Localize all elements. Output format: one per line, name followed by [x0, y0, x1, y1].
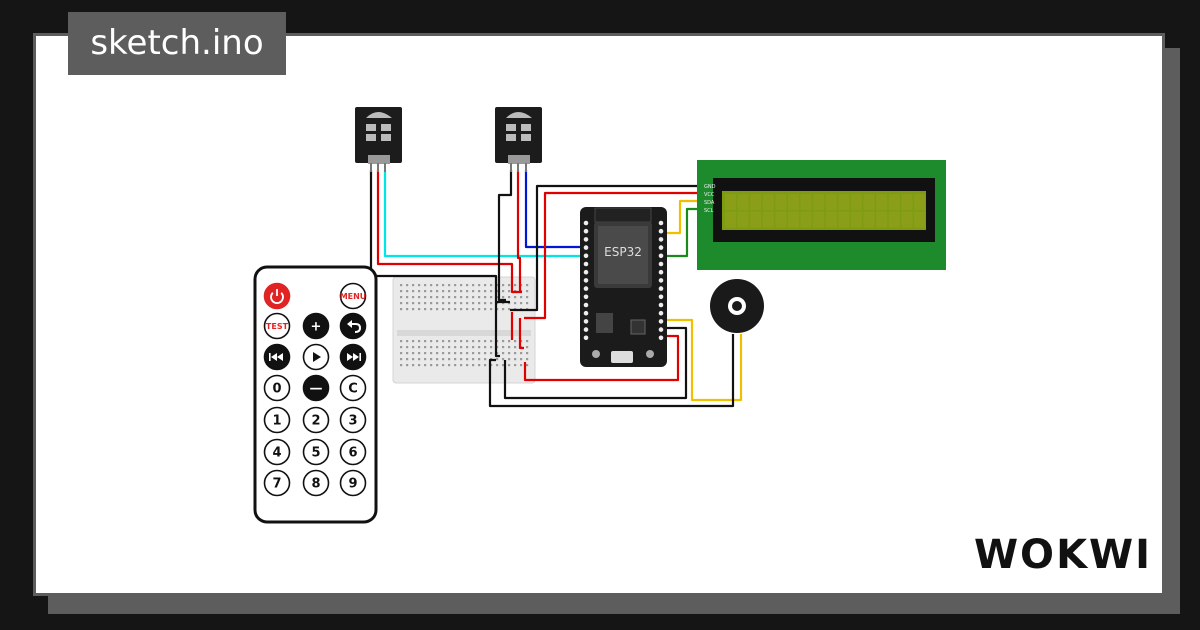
remote-button-3[interactable]: 3: [339, 406, 367, 434]
svg-text:4: 4: [272, 446, 281, 461]
svg-text:3: 3: [348, 414, 357, 429]
lcd-display[interactable]: GND VCC SDA SCL: [697, 160, 946, 270]
svg-text:1: 1: [272, 414, 281, 429]
remote-button-5[interactable]: 5: [302, 438, 330, 466]
ir-receiver-1[interactable]: [355, 107, 402, 172]
svg-text:5: 5: [311, 446, 320, 461]
remote-button-prev[interactable]: [263, 343, 291, 371]
wire-lcd-vcc: [524, 191, 700, 320]
wire-ir2-vcc: [516, 170, 522, 292]
svg-text:C: C: [348, 382, 358, 397]
wire-ir2-out: [524, 170, 584, 249]
svg-text:—: —: [310, 382, 323, 397]
buzzer[interactable]: [710, 279, 764, 333]
ir-receiver-2[interactable]: [495, 107, 542, 172]
wire-ir1-vcc: [376, 170, 522, 294]
remote-button-[interactable]: —: [302, 374, 330, 402]
wire-lcd-gnd: [510, 184, 700, 312]
sketch-title[interactable]: sketch.ino: [68, 12, 286, 75]
svg-text:TEST: TEST: [266, 322, 289, 331]
wires: [369, 170, 743, 408]
wire-bb-gnd: [494, 302, 500, 358]
wire-ir1-out: [383, 170, 584, 258]
wire-bb-vcc: [518, 318, 524, 350]
remote-button-power[interactable]: [263, 282, 291, 310]
esp32-label: ESP32: [604, 245, 642, 259]
svg-text:WOKWI: WOKWI: [974, 532, 1152, 578]
wire-buzzer-gnd: [488, 334, 735, 408]
remote-button-7[interactable]: 7: [263, 469, 291, 497]
svg-text:7: 7: [272, 477, 281, 492]
remote-button-[interactable]: +: [302, 312, 330, 340]
remote-button-1[interactable]: 1: [263, 406, 291, 434]
wire-buzzer-sig: [658, 318, 743, 402]
svg-text:VCC: VCC: [704, 192, 715, 198]
wire-esp-vin: [523, 334, 680, 382]
ir-remote[interactable]: MENU TEST +0 — C 1 2 3 4 5 6 7 8 9: [253, 265, 378, 524]
svg-text:9: 9: [348, 477, 357, 492]
wokwi-logo: WOKWI: [974, 532, 1152, 578]
svg-text:GND: GND: [704, 184, 716, 190]
svg-text:MENU: MENU: [340, 292, 367, 301]
remote-button-8[interactable]: 8: [302, 469, 330, 497]
wire-lcd-scl: [658, 207, 700, 258]
remote-button-next[interactable]: [339, 343, 367, 371]
remote-button-4[interactable]: 4: [263, 438, 291, 466]
lcd-pin-labels: GND VCC SDA SCL: [704, 184, 716, 214]
wire-esp-gnd: [503, 326, 688, 400]
wire-lcd-sda: [658, 199, 700, 235]
remote-button-0[interactable]: 0: [263, 374, 291, 402]
remote-button-6[interactable]: 6: [339, 438, 367, 466]
remote-button-back[interactable]: [339, 312, 367, 340]
svg-text:SCL: SCL: [704, 208, 714, 214]
svg-text:+: +: [311, 320, 322, 335]
svg-text:0: 0: [272, 382, 281, 397]
esp32-board[interactable]: ESP32: [580, 207, 667, 367]
remote-button-c[interactable]: C: [339, 374, 367, 402]
remote-button-test[interactable]: TEST: [263, 312, 291, 340]
svg-text:SDA: SDA: [704, 200, 715, 206]
svg-text:2: 2: [311, 414, 320, 429]
wire-ir2-gnd: [497, 170, 513, 302]
svg-text:8: 8: [311, 477, 320, 492]
svg-text:6: 6: [348, 446, 357, 461]
remote-button-play[interactable]: [302, 343, 330, 371]
remote-button-menu[interactable]: MENU: [340, 282, 367, 310]
remote-button-9[interactable]: 9: [339, 469, 367, 497]
remote-button-2[interactable]: 2: [302, 406, 330, 434]
wire-ir1-gnd: [369, 170, 510, 304]
